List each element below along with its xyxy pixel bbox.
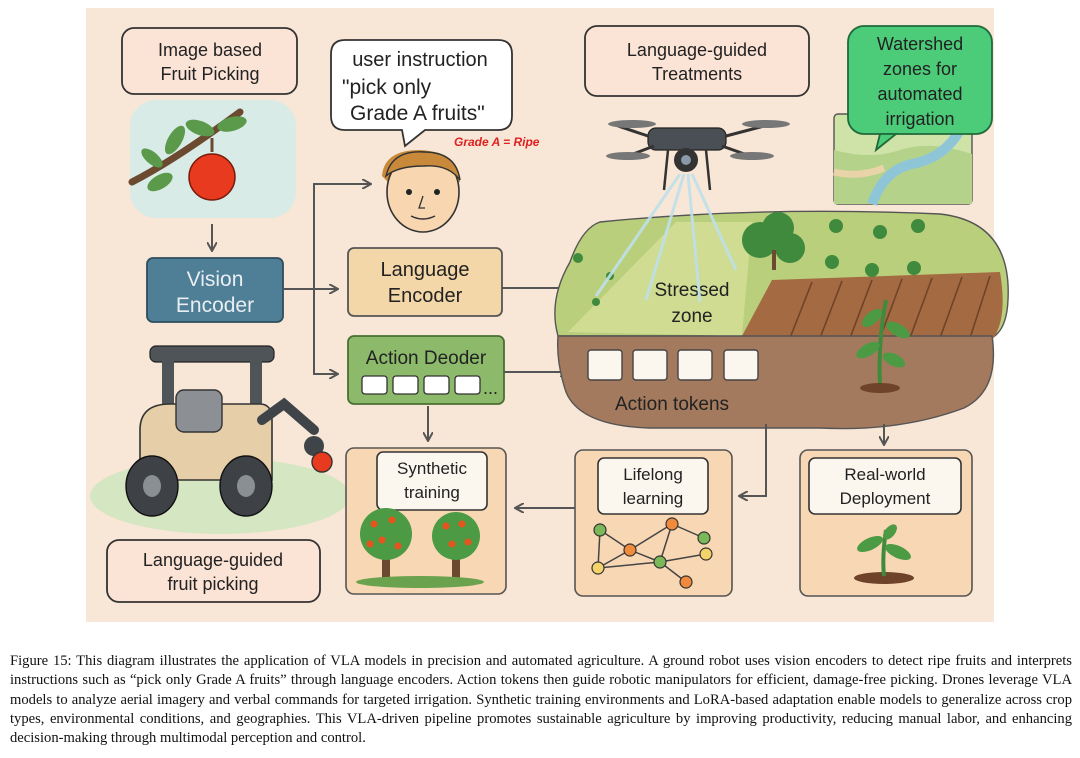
treatments-label-1: Language-guided xyxy=(627,40,767,60)
trees-icon xyxy=(356,508,484,588)
action-decoder-box: Action Deoder ... xyxy=(347,335,505,405)
fruit-picking-label-1: Language-guided xyxy=(143,550,283,570)
lifelong-learning-label-2: learning xyxy=(623,489,684,508)
vision-encoder-label-1: Vision xyxy=(187,268,244,291)
watershed-label-1: Watershed xyxy=(877,34,963,54)
deployment-label-2: Deployment xyxy=(840,489,931,508)
plant-icon xyxy=(856,299,910,393)
stressed-zone-label-2: zone xyxy=(671,306,712,327)
action-tokens-label: Action tokens xyxy=(615,394,729,415)
language-encoder-label-1: Language xyxy=(381,259,470,281)
synthetic-training-label-2: training xyxy=(404,483,460,502)
real-world-deployment-card: Real-world Deployment xyxy=(799,449,973,597)
stressed-zone-label-1: Stressed xyxy=(655,280,730,301)
vision-encoder-label-2: Encoder xyxy=(176,294,254,317)
arrow-field-to-lifelong xyxy=(740,424,767,496)
map-icon xyxy=(833,113,973,206)
vision-branch-connectors xyxy=(283,184,370,374)
image-fruit-picking-box: Image based Fruit Picking xyxy=(121,27,298,95)
network-icon xyxy=(591,517,713,589)
user-instruction-title: user instruction xyxy=(352,49,488,71)
watershed-label-2: zones for xyxy=(883,59,957,79)
image-fruit-picking-label-2: Fruit Picking xyxy=(160,64,259,84)
user-instruction-bubble: user instruction "pick only Grade A frui… xyxy=(330,39,513,148)
figure-caption: Figure 15: This diagram illustrates the … xyxy=(10,653,1072,747)
treatments-label-2: Treatments xyxy=(652,64,742,84)
drone-icon xyxy=(594,120,790,303)
apple-branch-icon xyxy=(128,100,296,218)
watershed-label-3: automated xyxy=(877,84,962,104)
action-decoder-label: Action Deoder xyxy=(366,348,487,369)
action-token-cubes xyxy=(587,349,759,381)
watershed-box: Watershed zones for automated irrigation xyxy=(847,25,993,153)
watershed-label-4: irrigation xyxy=(885,109,954,129)
lifelong-learning-label-1: Lifelong xyxy=(623,465,683,484)
user-instruction-quote-1: "pick only xyxy=(342,76,432,99)
deployment-label-1: Real-world xyxy=(844,465,925,484)
grade-note: Grade A = Ripe xyxy=(454,135,540,149)
fruit-picking-label-2: fruit picking xyxy=(167,574,258,594)
language-guided-fruit-picking-box: Language-guided fruit picking xyxy=(106,539,321,603)
language-guided-treatments-box: Language-guided Treatments xyxy=(584,25,810,97)
face-icon xyxy=(382,150,461,233)
field-icon: Stressed zone xyxy=(554,210,1009,430)
language-encoder-label-2: Encoder xyxy=(388,285,463,307)
robot-icon xyxy=(90,345,350,534)
action-decoder-ellipsis: ... xyxy=(483,378,498,398)
synthetic-training-label-1: Synthetic xyxy=(397,459,467,478)
language-encoder-box: Language Encoder xyxy=(347,247,503,317)
vision-encoder-box: Vision Encoder xyxy=(146,257,284,323)
image-fruit-picking-label-1: Image based xyxy=(158,40,262,60)
sprout-icon xyxy=(854,524,914,584)
user-instruction-quote-2: Grade A fruits" xyxy=(350,102,485,125)
